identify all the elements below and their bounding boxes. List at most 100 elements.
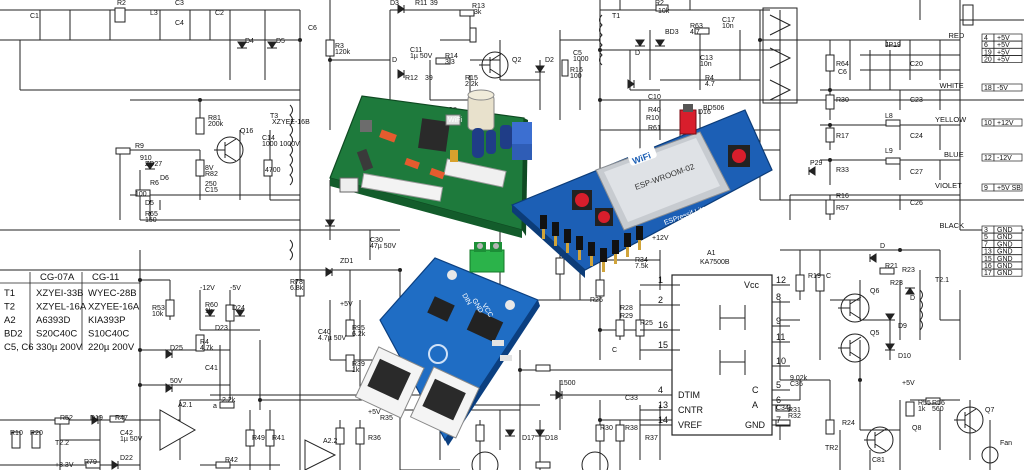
ic-pin-label-right: A xyxy=(752,400,758,410)
ic-pin-num-right: 9 xyxy=(776,316,781,326)
component-label: ZD1 xyxy=(340,258,353,265)
output-label-box xyxy=(993,183,1023,192)
table-cell-cg11: S10C40C xyxy=(88,329,129,340)
component-label: 1k xyxy=(918,406,926,413)
component-label: R15 xyxy=(465,75,478,82)
component-label: 150 xyxy=(145,217,157,224)
component-label: R28 xyxy=(620,305,633,312)
component-label: R61 xyxy=(648,125,661,132)
table-cell-ref: C5, C6 xyxy=(4,342,34,353)
component-label: D5 xyxy=(145,200,154,207)
component-label: R52 xyxy=(60,415,73,422)
component-label: 3.3 xyxy=(445,59,455,66)
component-label: Q6 xyxy=(870,288,879,295)
component-label: 560 xyxy=(932,406,944,413)
ic-pin-num-left: 1 xyxy=(658,275,663,285)
ic-pin-label-left: CNTR xyxy=(678,405,703,415)
ic-pin-num-right: 7 xyxy=(776,415,781,425)
component-label: R78 xyxy=(290,279,303,286)
output-pin-label: GND xyxy=(997,241,1013,248)
table-cell-cg07a: A6393D xyxy=(36,315,70,326)
component-label: R19 xyxy=(808,273,821,280)
output-pin-label: GND xyxy=(997,263,1013,270)
component-label: 9.02k xyxy=(790,375,808,382)
component-label: C27 xyxy=(910,169,923,176)
green-board-label: WiFi xyxy=(448,117,462,124)
component-label: D xyxy=(635,50,640,57)
output-pin-number: 20 xyxy=(984,57,992,64)
table-header-2: CG-11 xyxy=(92,272,119,283)
component-label: 10n xyxy=(722,23,734,30)
component-label: R82 xyxy=(205,171,218,178)
component-label: R24 xyxy=(842,420,855,427)
component-label: Q16 xyxy=(240,128,253,135)
component-label: R79 xyxy=(84,459,97,466)
component-label: L3 xyxy=(150,10,158,17)
component-label: 1000 1000V xyxy=(262,141,300,148)
output-pin-number: 9 xyxy=(984,185,988,192)
ic-pin-num-left: 15 xyxy=(658,340,668,350)
component-label: +5V xyxy=(368,409,381,416)
component-label: -12V xyxy=(200,285,215,292)
component-label: C xyxy=(612,347,617,354)
component-label: R14 xyxy=(445,53,458,60)
ic-pin-num-left: 14 xyxy=(658,415,668,425)
component-label: 1500 xyxy=(560,380,576,387)
component-label: R40 xyxy=(648,107,661,114)
component-label: R17 xyxy=(836,133,849,140)
component-label: R16 xyxy=(570,67,583,74)
component-label: C23 xyxy=(910,97,923,104)
ic-pin-num-right: 5 xyxy=(776,380,781,390)
component-label: Q8 xyxy=(912,425,921,432)
table-header-1: CG-07A xyxy=(40,272,75,283)
component-label: R55 xyxy=(918,400,931,407)
component-label: 100 xyxy=(570,73,582,80)
ic-pin-label-right: C xyxy=(752,385,759,395)
component-label: D23 xyxy=(215,325,228,332)
component-label: 120k xyxy=(335,49,351,56)
component-label: R56 xyxy=(932,400,945,407)
component-label: C4 xyxy=(175,20,184,27)
output-label-box xyxy=(993,55,1023,63)
component-label: C40 xyxy=(318,329,331,336)
component-label: R47 xyxy=(115,415,128,422)
component-label: +3.3V xyxy=(55,462,74,469)
output-pin-number: 5 xyxy=(984,234,988,241)
output-pin-number: 7 xyxy=(984,241,988,248)
output-pin-label: +5V SB xyxy=(997,185,1021,192)
component-label: C6 xyxy=(838,69,847,76)
component-label: -5V xyxy=(230,285,241,292)
component-label: D3 xyxy=(390,0,399,7)
component-label: R10 xyxy=(646,115,659,122)
component-label: C2 xyxy=(215,10,224,17)
component-label: 3k xyxy=(474,9,482,16)
component-label: R36 xyxy=(368,435,381,442)
component-label: C xyxy=(826,273,831,280)
output-label-box xyxy=(993,83,1023,92)
component-label: C36 xyxy=(790,381,803,388)
output-pin-label: GND xyxy=(997,234,1013,241)
component-label: T2.1 xyxy=(935,277,949,284)
table-cell-cg11: XZYEE-16A xyxy=(88,302,140,313)
component-label: 6.8k xyxy=(290,285,304,292)
component-label: C5 xyxy=(573,50,582,57)
component-label: 1µ 50V xyxy=(410,53,433,60)
component-label: R37 xyxy=(645,435,658,442)
component-label: Q7 xyxy=(985,407,994,414)
component-label: R11 xyxy=(415,0,427,7)
output-pin-label: +12V xyxy=(997,120,1014,127)
ic-pin-num-left: 16 xyxy=(658,320,668,330)
table-cell-cg07a: XZYEL-16A xyxy=(36,302,87,313)
component-label: R64 xyxy=(836,61,849,68)
component-label: R23 xyxy=(902,267,915,274)
output-pin-number: 17 xyxy=(984,270,992,277)
component-label: R63 xyxy=(690,23,703,30)
component-label: XZYEE-16B xyxy=(272,119,310,126)
output-pin-number: 16 xyxy=(984,263,992,270)
component-label: R49 xyxy=(252,435,265,442)
component-label: R60 xyxy=(205,302,218,309)
